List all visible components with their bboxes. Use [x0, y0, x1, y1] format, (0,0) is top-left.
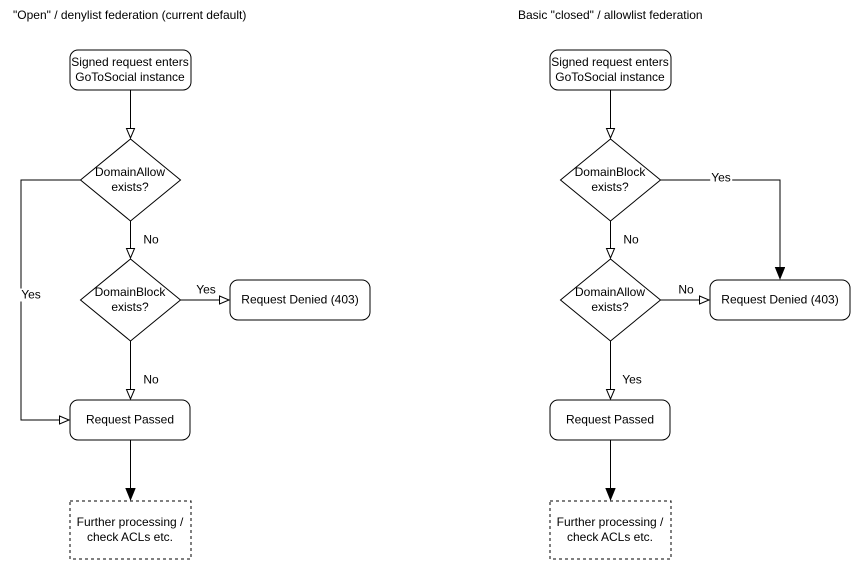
left-decision1-no-edge-label: No [142, 232, 160, 247]
left-further-box [69, 500, 192, 560]
right-decision1-diamond [559, 138, 662, 222]
left-flow-title: "Open" / denylist federation (current de… [13, 8, 247, 22]
right-passed-box [549, 399, 671, 441]
right-start-box [549, 49, 672, 91]
right-edge-decision1-yes [660, 179, 781, 278]
left-decision1-diamond [79, 138, 182, 222]
left-start-box [69, 49, 192, 91]
right-decision2-diamond [559, 258, 662, 342]
left-passed-box [69, 399, 191, 441]
right-decision1-yes-edge-label: Yes [710, 170, 732, 185]
left-decision2-no-edge-label: No [142, 372, 160, 387]
left-decision2-yes-edge-label: Yes [195, 282, 217, 297]
right-decision1-no-edge-label: No [622, 232, 640, 247]
right-denied-box [709, 279, 851, 321]
left-denied-box [229, 279, 371, 321]
right-decision2-no-edge-label: No [677, 282, 695, 297]
left-decision2-diamond [79, 258, 182, 342]
right-decision2-yes-edge-label: Yes [621, 372, 643, 387]
right-further-box [549, 500, 672, 560]
left-decision1-yes-edge-label: Yes [20, 287, 42, 302]
right-flow-title: Basic "closed" / allowlist federation [518, 8, 703, 22]
